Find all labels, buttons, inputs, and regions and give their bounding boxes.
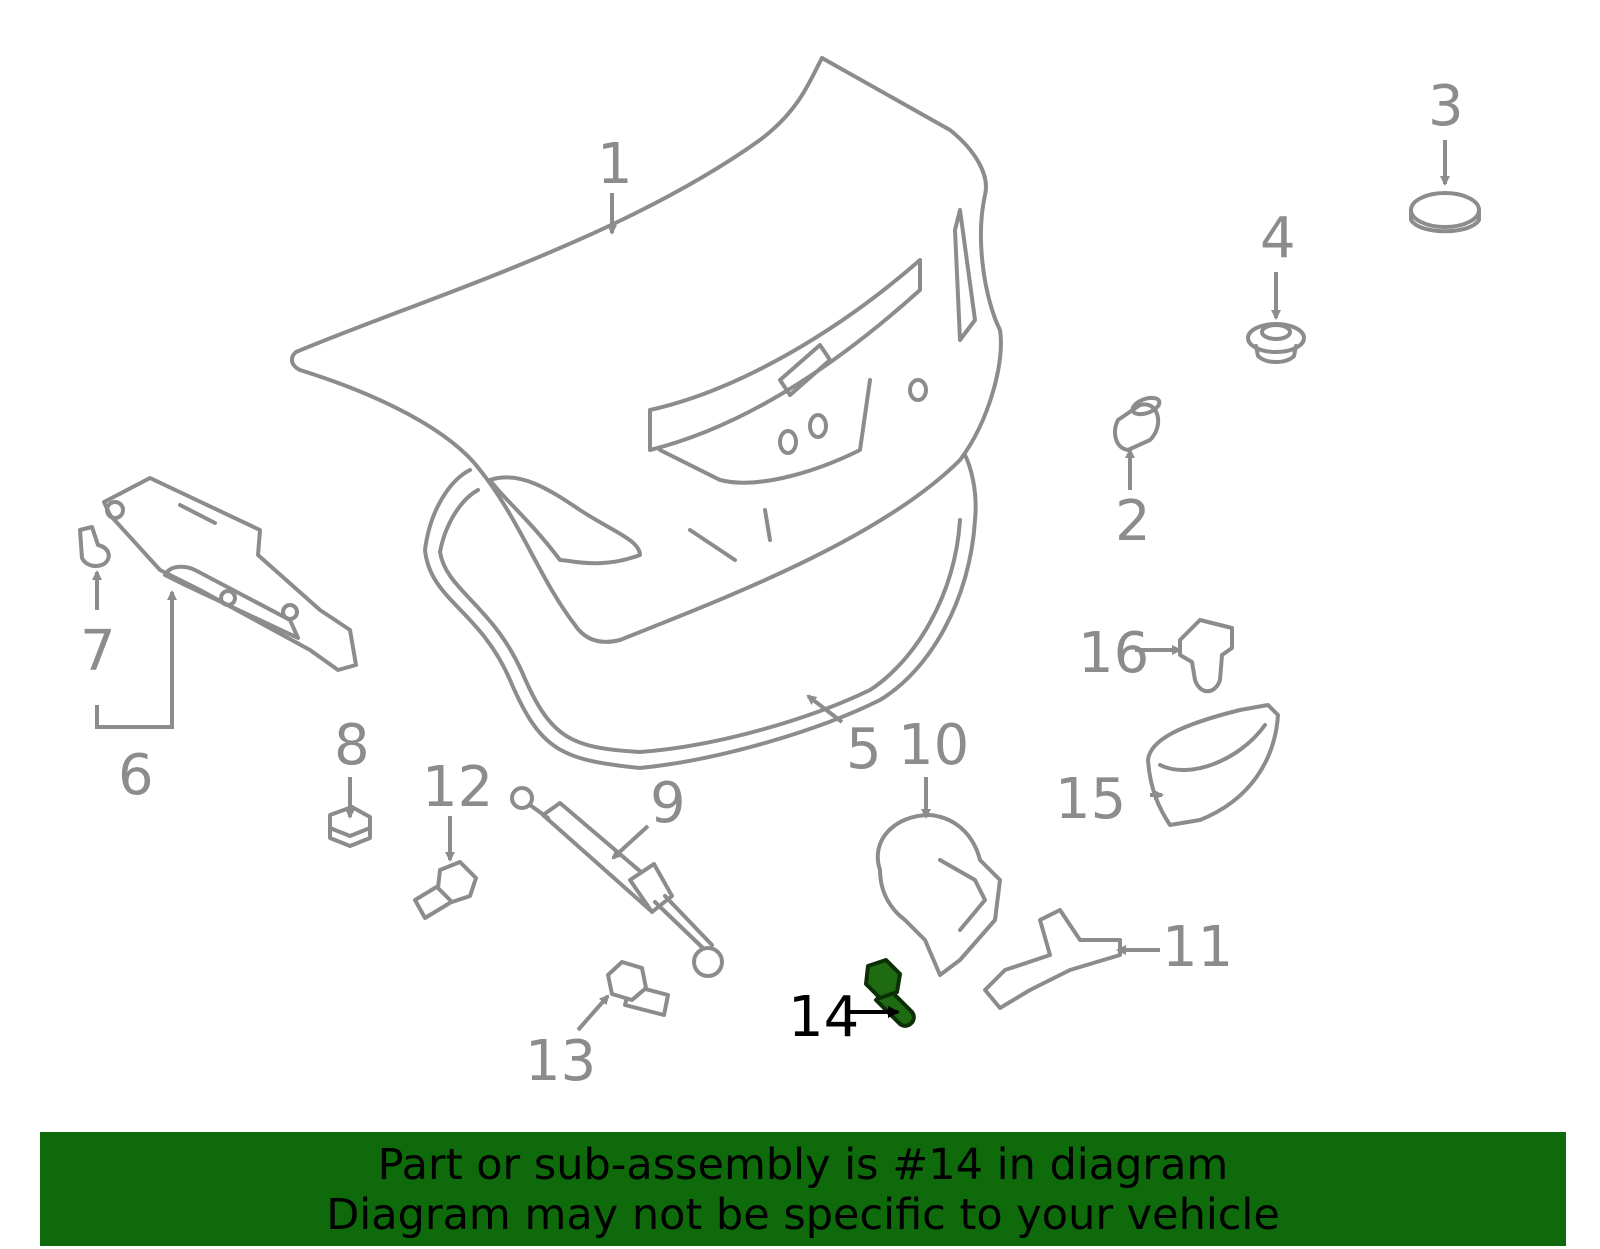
- bolt-14-part: [864, 958, 916, 1028]
- info-banner: Part or sub-assembly is #14 in diagram D…: [40, 1132, 1566, 1246]
- gas-strut-part: [510, 786, 724, 978]
- bolt-12-part: [413, 860, 478, 920]
- arrow-6: [95, 590, 177, 729]
- callout-10: 10: [898, 713, 969, 778]
- callout-13: 13: [525, 1029, 596, 1094]
- callout-14: 14: [788, 985, 859, 1050]
- callout-4: 4: [1260, 206, 1296, 271]
- clip-part: [78, 525, 111, 568]
- callout-labels: 1 2 3 4 5 6 7 8 9 10 11 12 13 14 15 16: [80, 74, 1464, 1094]
- grommet-part: [1246, 322, 1306, 364]
- callout-5: 5: [846, 717, 882, 782]
- callout-2: 2: [1115, 489, 1151, 554]
- banner-line-2: Diagram may not be specific to your vehi…: [326, 1190, 1280, 1240]
- banner-line-1: Part or sub-assembly is #14 in diagram: [377, 1140, 1229, 1190]
- hinge-part: [102, 476, 358, 672]
- callout-16: 16: [1078, 621, 1149, 686]
- leader-arrows: [92, 140, 1450, 1032]
- callout-8: 8: [334, 713, 370, 778]
- callout-1: 1: [597, 132, 633, 197]
- socket-part: [1178, 618, 1234, 694]
- callout-15: 15: [1055, 767, 1126, 832]
- bolt-13-part: [606, 960, 670, 1017]
- callout-7: 7: [80, 619, 116, 684]
- bumper-stop-part: [1113, 395, 1162, 452]
- trunk-lid-part: [289, 56, 1003, 644]
- callout-3: 3: [1428, 74, 1464, 139]
- cap-part: [1409, 191, 1481, 234]
- latch-part: [875, 813, 1002, 977]
- lamp-part: [1146, 703, 1280, 827]
- callout-9: 9: [650, 771, 686, 836]
- arrow-13: [576, 994, 610, 1032]
- weatherstrip-part: [423, 453, 978, 770]
- arrow-9: [611, 824, 650, 860]
- arrow-5: [806, 694, 844, 724]
- callout-11: 11: [1162, 915, 1233, 980]
- striker-part: [983, 908, 1122, 1010]
- callout-12: 12: [422, 755, 493, 820]
- callout-6: 6: [118, 743, 154, 808]
